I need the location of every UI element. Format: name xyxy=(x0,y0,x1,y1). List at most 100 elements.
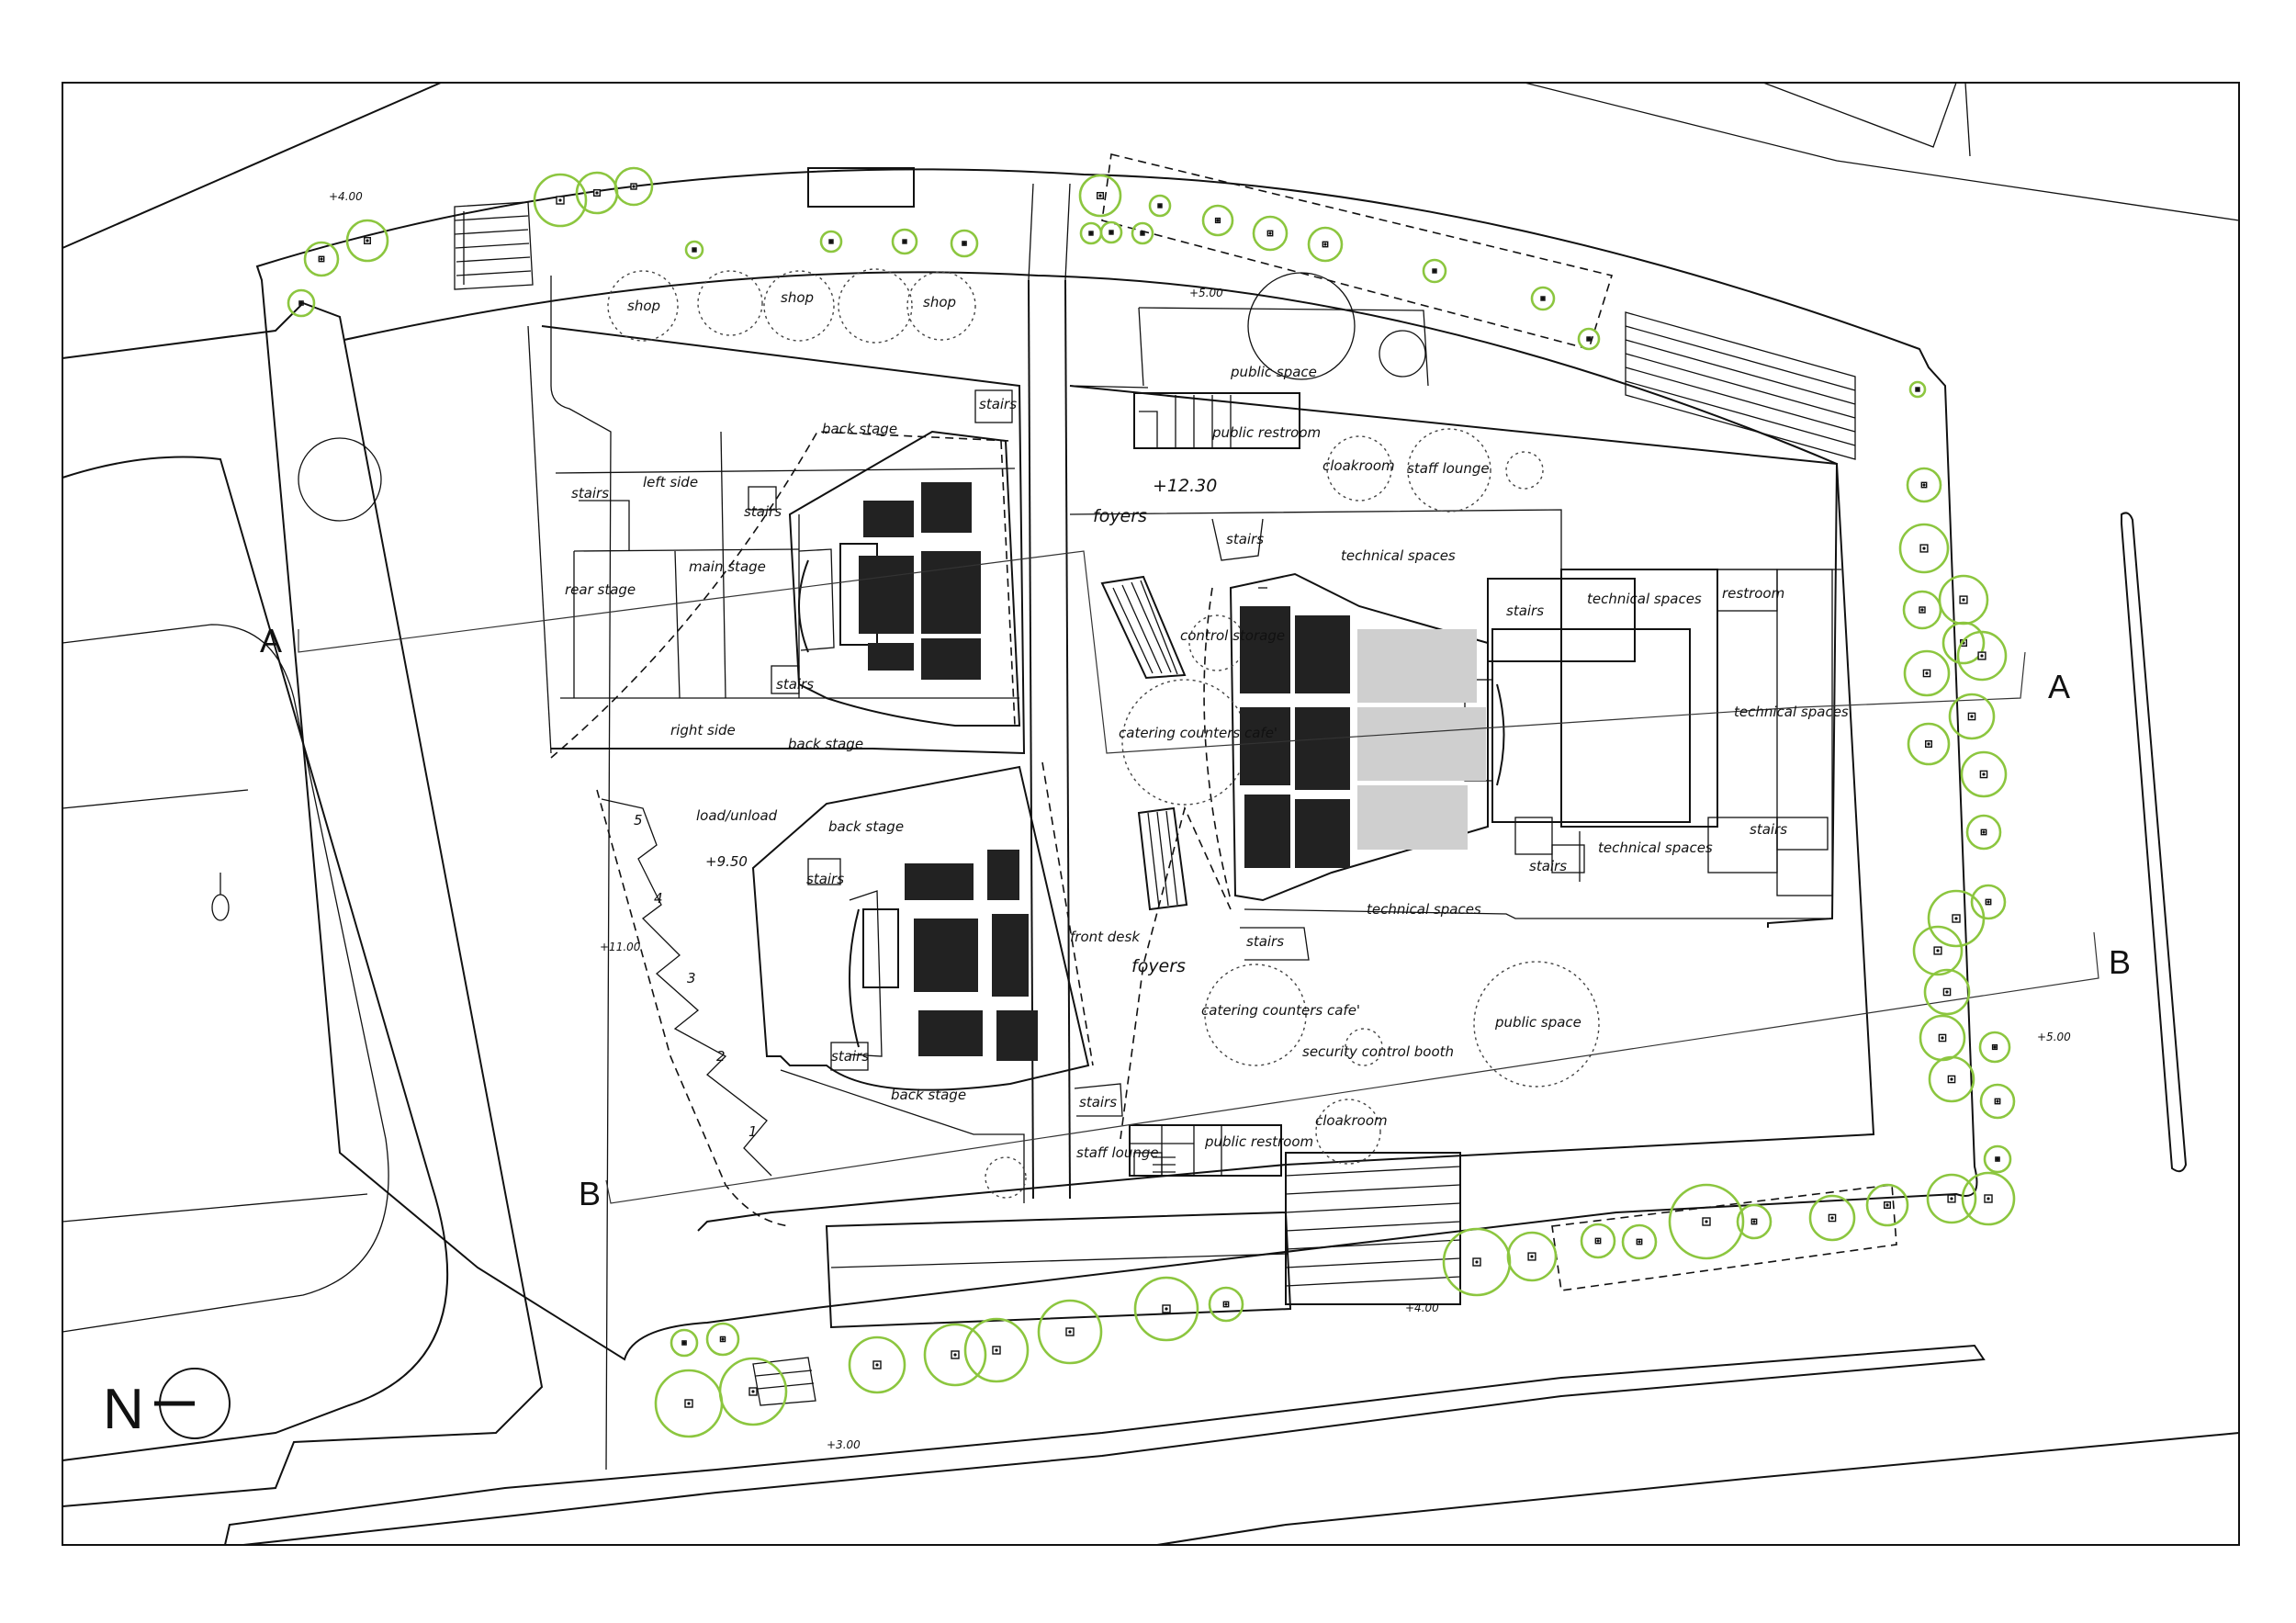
tree-center xyxy=(1986,900,1990,904)
label-catering-top: catering counters cafe' xyxy=(1119,725,1277,741)
section-lines xyxy=(298,550,2099,1204)
tree-center xyxy=(1089,231,1093,235)
elevation-label: +9.50 xyxy=(705,853,748,870)
label-technical-spaces-4: technical spaces xyxy=(1598,840,1713,856)
tree-canopy xyxy=(1941,621,1986,665)
tree-center xyxy=(1993,1045,1997,1049)
tree-center xyxy=(1433,269,1436,273)
tree-canopy xyxy=(891,228,918,255)
tree-canopy xyxy=(1530,286,1556,311)
tree-canopy xyxy=(1668,1183,1745,1260)
tree-center xyxy=(1986,1197,1990,1200)
tree-canopy xyxy=(670,1328,699,1358)
tree-canopy xyxy=(950,229,979,258)
elevation-label: +5.00 xyxy=(1189,287,1223,299)
tree-center xyxy=(903,240,906,243)
tree-center xyxy=(1596,1239,1600,1243)
tree-canopy xyxy=(1970,884,2007,920)
tree-center xyxy=(751,1390,755,1393)
section-a-left: A xyxy=(260,622,282,659)
label-rear-stage: rear stage xyxy=(565,581,636,598)
tree-center xyxy=(1945,990,1949,994)
tree-canopy xyxy=(1903,649,1951,697)
label-stairs-g: stairs xyxy=(1226,531,1264,547)
tree-center xyxy=(687,1402,691,1405)
tree-center xyxy=(962,242,966,245)
tree-canopy xyxy=(613,166,654,207)
tree-center xyxy=(1098,194,1102,197)
tree-canopy xyxy=(1099,220,1123,244)
tree-center xyxy=(1885,1203,1889,1207)
tree-center xyxy=(1980,654,1984,658)
label-left-side: left side xyxy=(643,474,698,490)
tree-canopy xyxy=(1078,174,1122,218)
tree-center xyxy=(875,1363,879,1367)
tree-canopy xyxy=(1907,722,1951,766)
tree-canopy xyxy=(819,230,843,254)
tree-canopy xyxy=(963,1317,1030,1383)
seating-left-lower xyxy=(905,850,1038,1061)
tree-canopy xyxy=(287,288,316,318)
label-technical-spaces-2: technical spaces xyxy=(1587,591,1702,607)
tree-canopy xyxy=(1902,590,1942,630)
label-stairs-f: stairs xyxy=(831,1048,869,1065)
tree-canopy xyxy=(1923,968,1971,1016)
label-stairs-i: stairs xyxy=(1750,821,1787,838)
tree-canopy xyxy=(1965,814,2002,851)
tree-canopy xyxy=(1422,258,1447,284)
tree-canopy xyxy=(705,1322,740,1357)
tree-center xyxy=(366,239,369,242)
tree-center xyxy=(995,1348,998,1352)
tree-canopy xyxy=(1201,204,1234,237)
tree-canopy xyxy=(1865,1183,1909,1227)
label-stairs-h: stairs xyxy=(1506,603,1544,619)
label-load-unload: load/unload xyxy=(696,807,778,824)
tree-center xyxy=(692,248,696,252)
tree-canopy xyxy=(1979,1083,2016,1120)
tree-center xyxy=(1141,231,1144,235)
section-b-left: B xyxy=(579,1175,601,1212)
label-stairs-d: stairs xyxy=(776,676,814,693)
tree-canopy xyxy=(1978,1031,2011,1064)
label-catering-bottom: catering counters cafe' xyxy=(1201,1002,1360,1019)
tree-canopy xyxy=(1736,1203,1773,1240)
section-a-right: A xyxy=(2048,668,2070,705)
tree-canopy xyxy=(1928,1055,1975,1103)
label-control-storage: control storage xyxy=(1180,627,1285,644)
tree-center xyxy=(1950,1077,1953,1081)
label-staff-lounge-top: staff lounge xyxy=(1407,460,1490,477)
load-bays: 5 4 3 2 1 xyxy=(634,812,758,1140)
tree-center xyxy=(1268,231,1272,235)
label-stairs-b: stairs xyxy=(571,485,609,502)
tree-center xyxy=(1158,204,1162,208)
tree-canopy xyxy=(303,241,340,277)
tree-center xyxy=(1936,949,1940,952)
tree-canopy xyxy=(1506,1231,1558,1282)
tree-center xyxy=(1950,1197,1953,1200)
tree-center xyxy=(829,240,833,243)
tree-canopy xyxy=(1442,1227,1512,1297)
bay-number: 5 xyxy=(634,812,643,828)
elevation-label: +4.00 xyxy=(1405,1302,1439,1314)
north-label: N xyxy=(103,1378,144,1441)
elevation-label: +12.30 xyxy=(1153,476,1217,496)
trees xyxy=(287,166,2016,1438)
label-technical-spaces-3: technical spaces xyxy=(1734,704,1849,720)
tree-center xyxy=(1475,1260,1479,1264)
label-technical-spaces-1: technical spaces xyxy=(1341,547,1456,564)
tree-canopy xyxy=(1960,750,2008,798)
label-foyers-top: foyers xyxy=(1093,506,1147,526)
label-public-space-top: public space xyxy=(1230,364,1317,380)
tree-canopy xyxy=(533,173,588,228)
label-main-stage: main stage xyxy=(689,558,766,575)
north-arrow xyxy=(154,1368,231,1439)
tree-canopy xyxy=(684,240,704,260)
room-labels: shop shop shop public space public restr… xyxy=(565,289,1849,1161)
tree-center xyxy=(1216,219,1220,222)
label-right-side: right side xyxy=(670,722,736,738)
tree-center xyxy=(1830,1216,1834,1220)
bay-number: 2 xyxy=(716,1048,726,1065)
tree-canopy xyxy=(1580,1223,1616,1259)
elevation-label: +5.00 xyxy=(2037,1031,2071,1043)
